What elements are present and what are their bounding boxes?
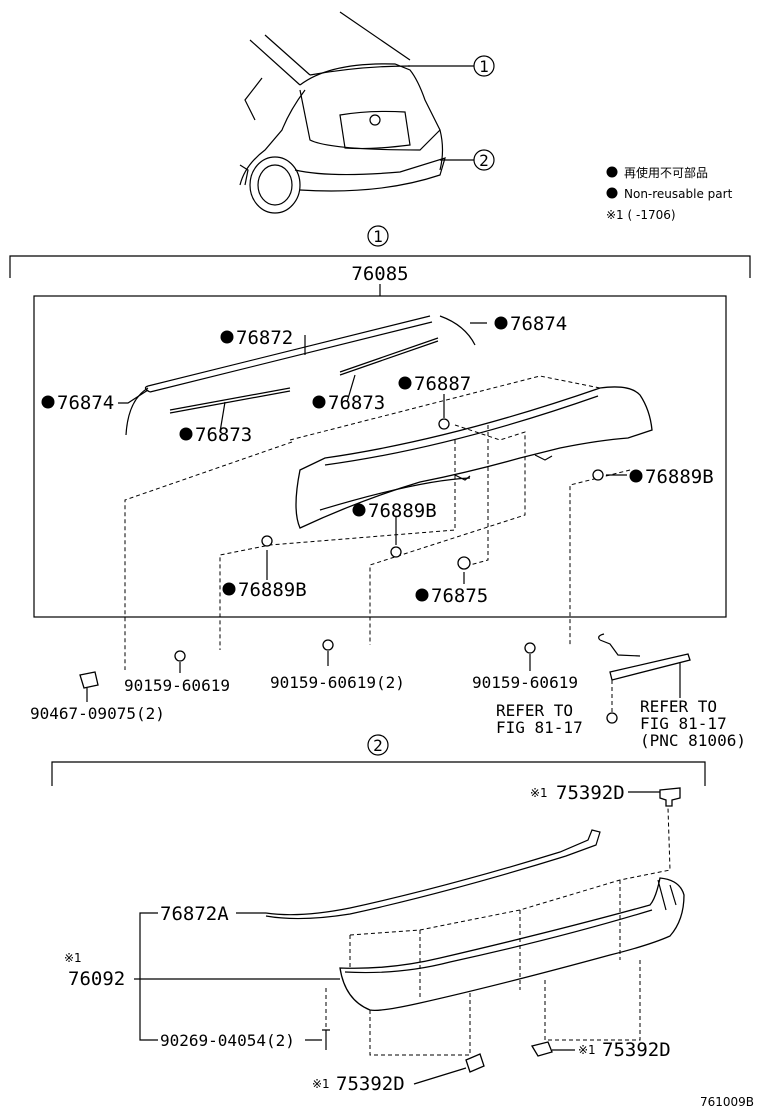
refer-to-2-line1: REFER TO — [640, 697, 717, 716]
car-rear-view — [239, 11, 474, 214]
mark-76092: ※1 — [64, 951, 82, 965]
inside-leaders — [118, 322, 627, 584]
molding-76872a — [265, 829, 601, 920]
label-76889b-right: 76889B — [629, 466, 714, 488]
svg-text:76874: 76874 — [510, 313, 567, 335]
svg-text:76887: 76887 — [414, 373, 471, 395]
svg-text:76873: 76873 — [195, 424, 252, 446]
svg-text:76873: 76873 — [328, 392, 385, 414]
refer-to-1-line2: FIG 81-17 — [496, 718, 583, 737]
label-90467: 90467-09075(2) — [30, 704, 165, 723]
label-90159-left: 90159-60619 — [124, 676, 230, 695]
svg-text:1: 1 — [373, 227, 383, 246]
rear-bumper — [339, 877, 685, 1011]
legend: 再使用不可部品 Non-reusable part ※1 ( -1706) — [606, 165, 733, 222]
label-76874-left: 76874 — [41, 392, 114, 414]
svg-text:76889B: 76889B — [645, 466, 714, 488]
label-75392d-right: 75392D — [602, 1039, 671, 1061]
legend-dot-icon — [606, 187, 618, 199]
svg-text:76874: 76874 — [57, 392, 114, 414]
label-76092: 76092 — [68, 968, 125, 990]
moldings — [125, 315, 476, 436]
refer-to-1-line1: REFER TO — [496, 701, 573, 720]
label-90159-right: 90159-60619 — [472, 673, 578, 692]
svg-text:76889B: 76889B — [368, 500, 437, 522]
label-76872: 76872 — [220, 327, 293, 349]
label-76873-right: 76873 — [312, 392, 385, 414]
mark-75392d-top: ※1 — [530, 786, 548, 800]
assembly-2-header: 2 — [51, 734, 706, 786]
assembly-1-number: 76085 — [351, 263, 408, 285]
mark-75392d-right: ※1 — [578, 1043, 596, 1057]
label-76889b-left: 76889B — [222, 579, 307, 601]
legend-note: ※1 ( -1706) — [606, 208, 676, 222]
svg-text:76875: 76875 — [431, 585, 488, 607]
bumper-fasteners — [322, 787, 681, 1073]
bumper-dashed-guides — [325, 807, 671, 1056]
callout-2-top: 2 — [473, 149, 495, 171]
mark-75392d-bottom: ※1 — [312, 1077, 330, 1091]
label-76887: 76887 — [398, 373, 471, 395]
refer-to-2-line3: (PNC 81006) — [640, 731, 746, 750]
label-76873-left: 76873 — [179, 424, 252, 446]
clips-inside — [261, 418, 604, 570]
rear-spoiler — [295, 386, 653, 529]
refer-to-2-line2: FIG 81-17 — [640, 714, 727, 733]
legend-en: Non-reusable part — [624, 187, 733, 201]
label-75392d-bottom: 75392D — [336, 1073, 405, 1095]
svg-text:2: 2 — [479, 151, 489, 170]
legend-dot-icon — [606, 166, 618, 178]
bumper-leaders — [134, 791, 660, 1085]
label-90269: 90269-04054(2) — [160, 1031, 295, 1050]
high-mount-stop-lamp — [598, 633, 691, 712]
label-76889b-mid: 76889B — [352, 500, 437, 522]
figure-code: 761009B — [700, 1095, 754, 1109]
callout-1-top: 1 — [473, 55, 495, 77]
svg-text:76872: 76872 — [236, 327, 293, 349]
fasteners-outside — [79, 639, 618, 724]
svg-text:2: 2 — [373, 736, 383, 755]
legend-jp: 再使用不可部品 — [624, 165, 708, 180]
label-76874-right: 76874 — [494, 313, 567, 335]
label-90159-mid: 90159-60619(2) — [270, 673, 405, 692]
label-76875: 76875 — [415, 585, 488, 607]
assembly-1-header: 1 76085 — [9, 225, 751, 618]
svg-text:76889B: 76889B — [238, 579, 307, 601]
label-75392d-top: 75392D — [556, 782, 625, 804]
svg-text:1: 1 — [479, 57, 489, 76]
label-76872a: 76872A — [160, 903, 229, 925]
